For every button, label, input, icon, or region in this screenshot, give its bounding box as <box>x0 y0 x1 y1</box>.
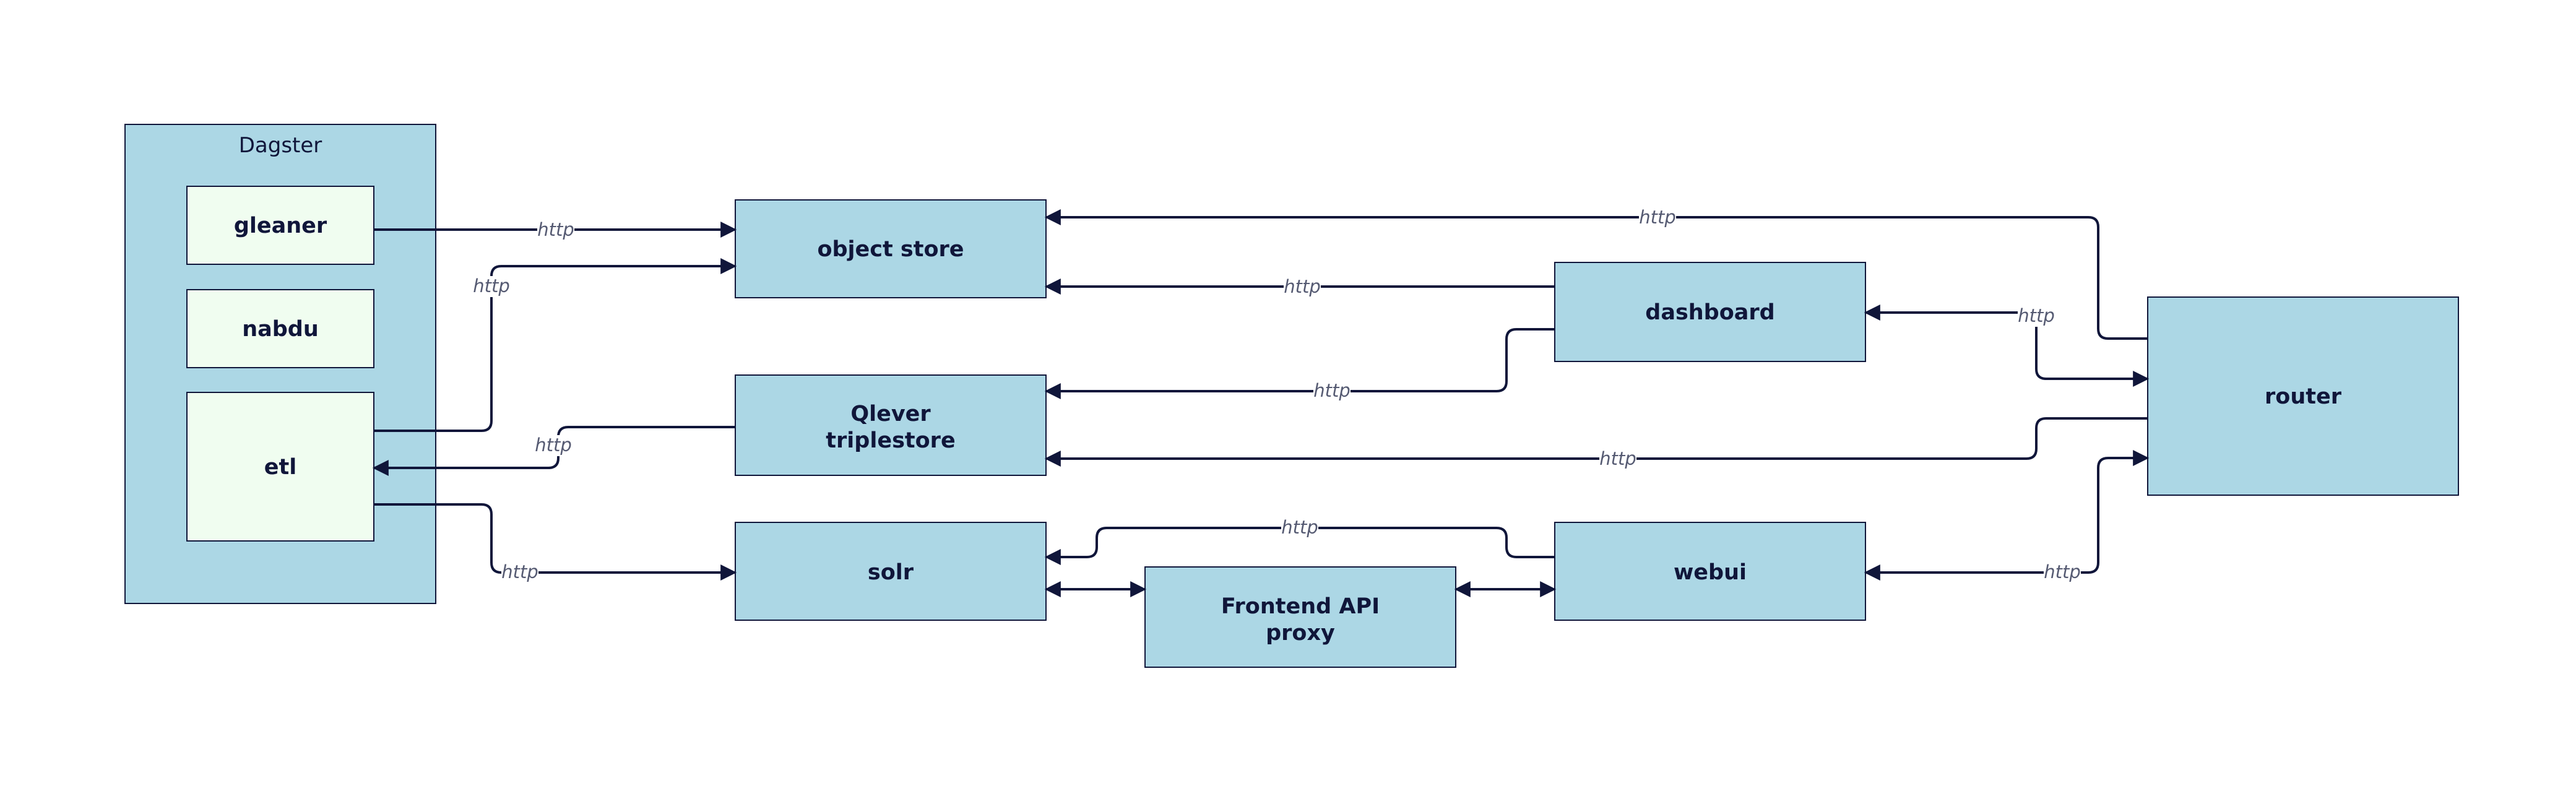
node-qlever-triplestore[interactable]: Qlever triplestore <box>735 374 1047 476</box>
solr-box[interactable] <box>735 522 1047 621</box>
label-router-qlever: http <box>1599 448 1636 469</box>
nabdu-label: nabdu <box>242 317 319 342</box>
label-etl-object-store: http <box>473 275 510 296</box>
label-router-object-store: http <box>1639 207 1676 228</box>
node-gleaner[interactable]: gleaner <box>186 186 374 265</box>
frontend-api-label-line2: proxy <box>1266 621 1335 646</box>
node-router[interactable]: router <box>2147 296 2459 496</box>
etl-box[interactable] <box>186 392 374 542</box>
frontend-api-label-line1: Frontend API <box>1221 594 1380 619</box>
node-nabdu[interactable]: nabdu <box>186 289 374 368</box>
label-webui-solr: http <box>1281 517 1318 538</box>
label-dashboard-qlever: http <box>1313 380 1351 401</box>
label-dashboard-router: http <box>2018 305 2055 326</box>
node-frontend-api-proxy[interactable]: Frontend API proxy <box>1144 566 1456 668</box>
node-dashboard[interactable]: dashboard <box>1554 262 1866 362</box>
edge-labels: http http http http http http http http … <box>473 207 2081 583</box>
nabdu-box[interactable] <box>186 289 374 368</box>
object-store-label: object store <box>817 237 964 262</box>
label-qlever-etl: http <box>535 434 572 456</box>
solr-label: solr <box>868 560 914 585</box>
object-store-box[interactable] <box>735 199 1047 298</box>
edge-router-qlever <box>1044 417 2148 467</box>
edge-webui-router <box>1864 450 2150 581</box>
router-box[interactable] <box>2147 296 2459 496</box>
dashboard-box[interactable] <box>1554 262 1866 362</box>
edge-etl-solr <box>374 503 737 581</box>
qlever-box[interactable] <box>735 374 1047 476</box>
node-object-store[interactable]: object store <box>735 199 1047 298</box>
dashboard-label: dashboard <box>1645 300 1774 325</box>
qlever-label-line1: Qlever <box>850 402 931 426</box>
edge-dashboard-qlever <box>1044 328 1555 399</box>
router-label: router <box>2265 384 2342 409</box>
webui-label: webui <box>1674 560 1747 585</box>
edge-etl-object-store <box>374 258 737 432</box>
frontend-api-box[interactable] <box>1144 566 1456 668</box>
node-webui[interactable]: webui <box>1554 522 1866 621</box>
webui-box[interactable] <box>1554 522 1866 621</box>
edges <box>372 209 2150 597</box>
gleaner-label: gleaner <box>234 214 327 238</box>
label-gleaner-object-store: http <box>537 219 574 240</box>
label-dashboard-object-store: http <box>1284 276 1321 297</box>
label-webui-router: http <box>2044 561 2081 582</box>
node-etl[interactable]: etl <box>186 392 374 542</box>
etl-label: etl <box>264 455 296 480</box>
qlever-label-line2: triplestore <box>826 428 955 453</box>
edge-dashboard-router <box>1864 305 2150 387</box>
gleaner-box[interactable] <box>186 186 374 265</box>
label-etl-solr: http <box>501 561 538 582</box>
node-solr[interactable]: solr <box>735 522 1047 621</box>
dagster-group-label: Dagster <box>239 133 322 158</box>
